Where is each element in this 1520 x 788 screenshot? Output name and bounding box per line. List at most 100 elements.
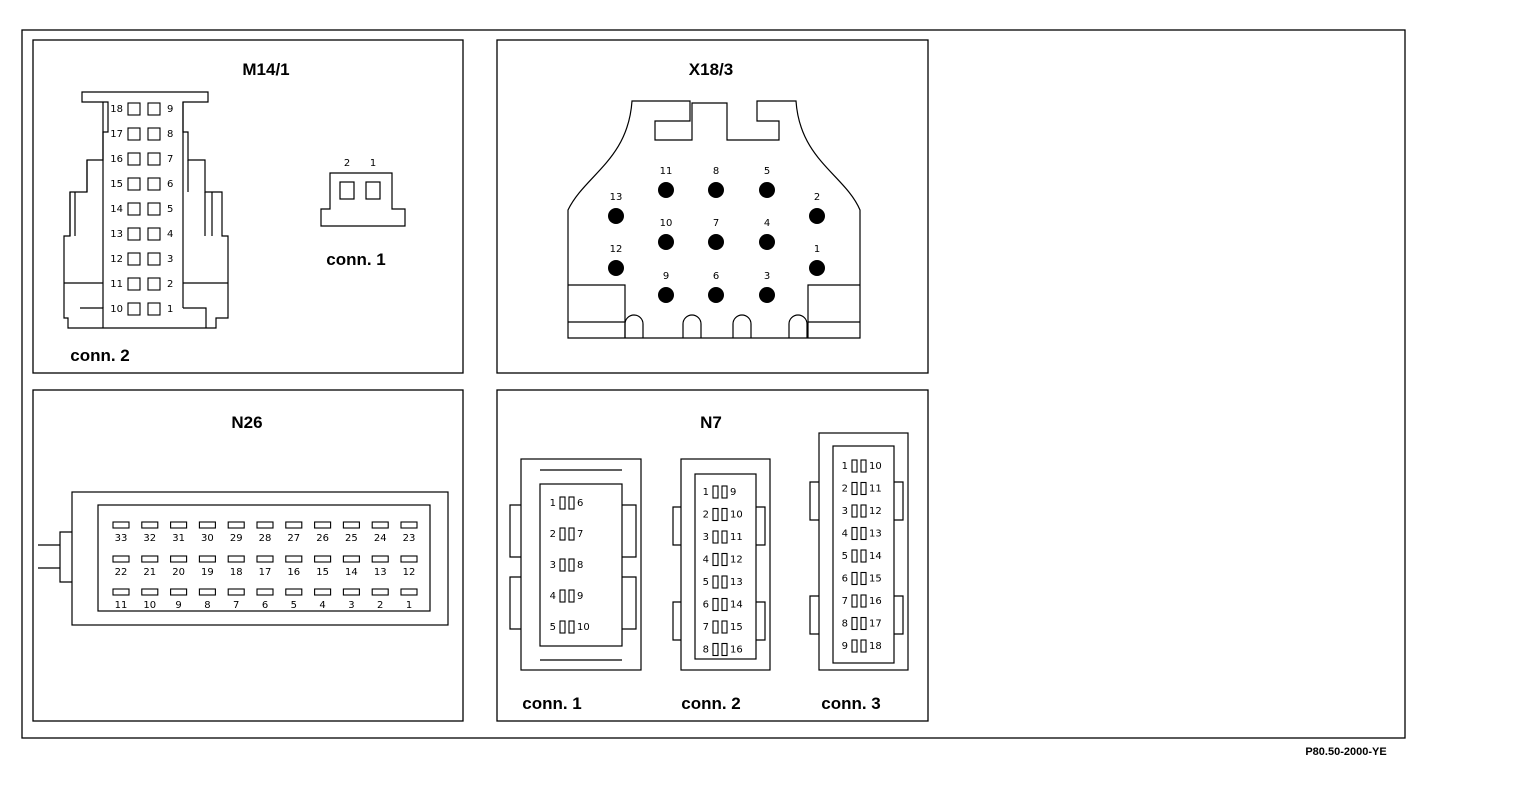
- n7-conn2-pin: [721, 620, 728, 634]
- m14-1-conn2-pin: [147, 227, 161, 241]
- n26-pin: [342, 555, 360, 563]
- n26-pin-label: 3: [348, 600, 354, 611]
- n7-conn2-pin-label: 12: [730, 555, 743, 566]
- n26-pin: [400, 521, 418, 529]
- n26-pin-label: 7: [233, 600, 239, 611]
- n26-pin-label: 20: [172, 567, 185, 578]
- x18-3-pin: [708, 234, 724, 250]
- n26-pin-label: 9: [175, 600, 181, 611]
- x18-3-pin-label: 2: [814, 192, 820, 203]
- x18-3-pin: [759, 182, 775, 198]
- n7-conn2-pin-label: 6: [703, 600, 709, 611]
- n7-conn2-pin-label: 2: [703, 510, 709, 521]
- n26-pin: [285, 521, 303, 529]
- x18-3-pin-label: 3: [764, 271, 770, 282]
- n7-conn3-pin-label: 8: [842, 619, 848, 630]
- n26-pin-label: 4: [319, 600, 325, 611]
- n26-pin-label: 26: [316, 533, 329, 544]
- n7-conn2-pin: [712, 485, 719, 499]
- n26-pin: [371, 555, 389, 563]
- n7-conn1-pin: [568, 496, 575, 510]
- n26-pin-label: 11: [115, 600, 128, 611]
- x18-3-pin-label: 1: [814, 244, 820, 255]
- m14-1-conn2-pin-label: 18: [110, 104, 123, 115]
- n26-pin-label: 12: [403, 567, 416, 578]
- n26-pin-label: 30: [201, 533, 214, 544]
- m14-1-conn2-pin-label: 9: [167, 104, 173, 115]
- m14-1-conn2-pin: [127, 302, 141, 316]
- n7-conn2-pin: [721, 575, 728, 589]
- m14-1-conn2-pin-label: 2: [167, 279, 173, 290]
- n26-pin-label: 16: [287, 567, 300, 578]
- n7-title: N7: [700, 413, 722, 432]
- n7-conn3-pin-label: 17: [869, 619, 882, 630]
- n26-pin-label: 28: [259, 533, 272, 544]
- n7-conn1-pin: [568, 589, 575, 603]
- m14-1-title: M14/1: [242, 60, 289, 79]
- n7-conn3-pin-label: 18: [869, 641, 882, 652]
- n7-conn3-pin: [851, 571, 858, 586]
- m14-1-conn2-pin: [147, 102, 161, 116]
- n7-conn1-pin-label: 10: [577, 622, 590, 633]
- reference-code: P80.50-2000-YE: [1305, 746, 1386, 758]
- n26-pin: [314, 555, 332, 563]
- n7-conn3-pin: [851, 459, 858, 473]
- n26-pin: [227, 555, 245, 563]
- m14-1-conn2-pin: [147, 127, 161, 141]
- x18-3-pin-label: 4: [764, 218, 770, 229]
- n7-conn1-pin: [559, 620, 566, 634]
- n7-conn2-pin-label: 8: [703, 645, 709, 656]
- n26-pin-label: 29: [230, 533, 243, 544]
- n7-conn3-pin: [860, 504, 867, 518]
- x18-3-pin-label: 10: [660, 218, 673, 229]
- n7-conn2-pin-label: 13: [730, 577, 743, 588]
- n7-conn1-pin: [559, 558, 566, 572]
- m14-1-conn2-pin: [127, 277, 141, 291]
- n26-pin: [256, 521, 274, 529]
- m14-1-conn1-pin-1: [365, 181, 381, 200]
- x18-3-pin: [809, 208, 825, 224]
- n26-pin: [170, 588, 188, 596]
- n26-pin-label: 31: [172, 533, 185, 544]
- n7-conn3-pin-label: 5: [842, 551, 848, 562]
- x18-3-pin-label: 11: [660, 166, 673, 177]
- m14-1-conn1-pin-2-label: 2: [344, 158, 350, 169]
- x18-3-pin-label: 7: [713, 218, 719, 229]
- panel-m14-1: [32, 39, 464, 374]
- n7-conn2-pin-label: 5: [703, 577, 709, 588]
- n7-conn1-pin-label: 2: [550, 529, 556, 540]
- n26-pin: [285, 588, 303, 596]
- n7-conn3-pin-label: 3: [842, 506, 848, 517]
- m14-1-conn1-label: conn. 1: [326, 250, 386, 269]
- n7-conn2-pin: [721, 507, 728, 522]
- x18-3-pin: [759, 287, 775, 303]
- n7-conn2-pin: [712, 575, 719, 589]
- n26-pin: [141, 521, 159, 529]
- x18-3-title: X18/3: [689, 60, 733, 79]
- x18-3-pin: [658, 182, 674, 198]
- n7-conn2-pin-label: 4: [703, 555, 709, 566]
- n26-pin-label: 33: [115, 533, 128, 544]
- m14-1-conn2-pin-label: 17: [110, 129, 123, 140]
- n7-conn3-pin: [860, 549, 867, 563]
- n7-conn2-pin: [712, 552, 719, 567]
- n26-pin-label: 5: [291, 600, 297, 611]
- panel-n7: [496, 389, 929, 722]
- n7-conn3-pin: [860, 594, 867, 608]
- n7-conn3-pin: [851, 504, 858, 518]
- m14-1-conn2-pin-label: 1: [167, 304, 173, 315]
- n7-conn3-pin-label: 2: [842, 484, 848, 495]
- n26-pin: [400, 555, 418, 563]
- m14-1-conn2-pin: [127, 102, 141, 116]
- n7-conn2-pin: [712, 597, 719, 612]
- x18-3-pin-label: 9: [663, 271, 669, 282]
- m14-1-conn2-pin-label: 14: [110, 204, 123, 215]
- m14-1-conn2-pin-label: 8: [167, 129, 173, 140]
- x18-3-pin-label: 13: [610, 192, 623, 203]
- n7-conn1-pin: [568, 527, 575, 541]
- n7-conn1-pin: [568, 620, 575, 634]
- m14-1-conn2-pin: [147, 252, 161, 266]
- n7-conn3-pin-label: 4: [842, 529, 848, 540]
